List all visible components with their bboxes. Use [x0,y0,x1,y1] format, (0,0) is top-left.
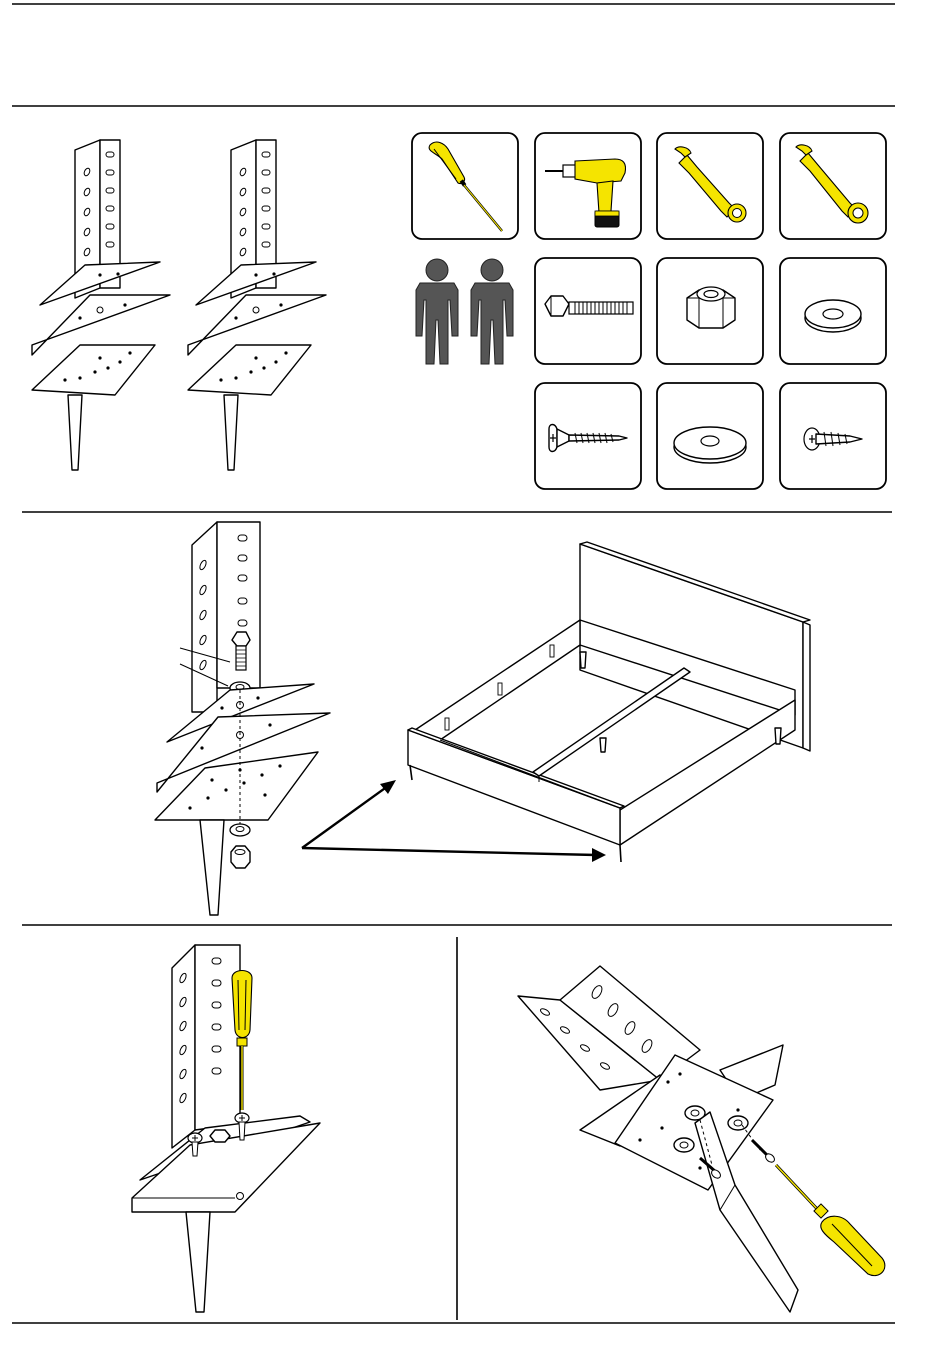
step-parts-overview [32,133,886,489]
screwdriver-icon [776,1165,885,1276]
hardware-large-washer [657,383,763,489]
leg-bracket-exploded-2 [188,140,326,470]
tool-cordless-drill [535,133,641,239]
leg-bracket-exploded-bolted [155,522,330,915]
hex-bolt-icon [210,1130,230,1142]
hardware-washer [780,258,886,364]
tool-wrench-1 [657,133,763,239]
tool-screwdriver [412,133,518,239]
large-washer-icon [674,427,746,463]
leg-bracket-exploded-1 [32,140,170,470]
hardware-countersunk-screw [535,383,641,489]
person-icon [416,259,458,364]
step-bolt-leg-to-frame [155,522,810,915]
hardware-pan-head-screw [780,383,886,489]
washer-icon [805,300,861,332]
hardware-hex-bolt [535,258,641,364]
two-person-icon [416,259,513,364]
step-screw-bracket-to-plate [132,945,320,1312]
tool-wrench-2 [780,133,886,239]
step-screw-leg-underside [518,966,885,1312]
countersunk-screw-icon [752,1140,776,1164]
person-icon [471,259,513,364]
large-washer-icon [674,1138,694,1152]
hex-nut-icon [231,846,250,868]
hex-nut-icon [687,287,735,328]
hardware-hex-nut [657,258,763,364]
bed-frame-illustration [408,542,810,862]
large-washer-icon [728,1116,748,1130]
